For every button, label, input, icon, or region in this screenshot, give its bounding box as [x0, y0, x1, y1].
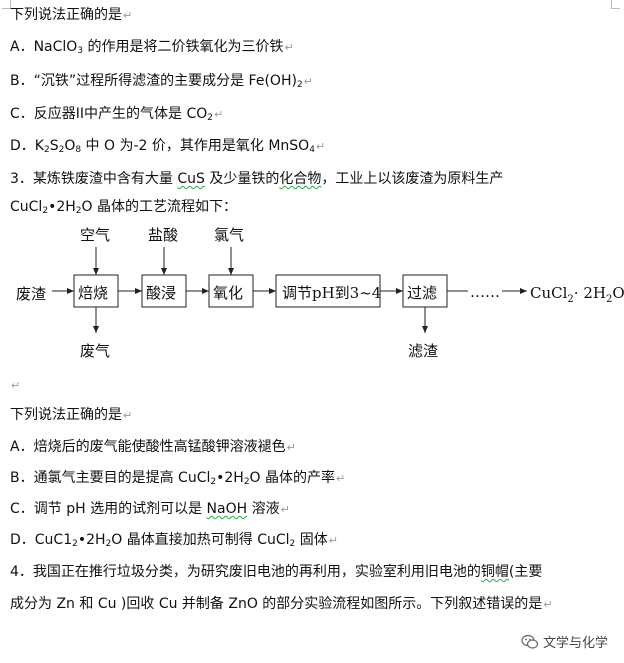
paragraph-mark: ↵ [11, 379, 21, 392]
flow-step-box [275, 274, 381, 308]
flow-step-label: 过滤 [407, 284, 437, 302]
flow-step-label: 调节pH到3~4 [282, 284, 381, 302]
question-4-stem: 4．我国正在推行垃圾分类，为研究废旧电池的再利用，实验室利用旧电池的铜帽(主要 [10, 564, 543, 580]
flow-start-label: 废渣 [16, 285, 46, 303]
page-corner-mark [2, 0, 11, 9]
process-flow-diagram: 废渣 焙烧 酸浸 氧化 调节pH到3~4 过滤 …… CuCl2· 2H2O 空… [16, 226, 624, 360]
flow-step-label: 氧化 [213, 284, 243, 302]
question-3-stem: 3．某炼铁废渣中含有大量 CuS 及少量铁的化合物，工业上以该废渣为原料生产 [10, 171, 504, 187]
flow-input-label: 空气 [80, 226, 110, 244]
flow-ellipsis: …… [470, 283, 500, 301]
wechat-icon [521, 634, 539, 649]
option-d: D．K2S2O8 中 O 为-2 价，其作用是氧化 MnSO4↵ [10, 138, 326, 155]
flow-input-label: 氯气 [214, 226, 244, 244]
flow-output-label: 滤渣 [408, 342, 438, 360]
option-a: A．NaClO3 的作用是将二价铁氧化为三价铁↵ [10, 39, 294, 56]
flow-input-label: 盐酸 [148, 226, 178, 244]
watermark: 文学与化学 [521, 632, 608, 651]
watermark-text: 文学与化学 [542, 636, 608, 651]
flow-output-label: 废气 [80, 342, 110, 360]
flow-step-label: 酸浸 [146, 284, 176, 302]
flow-step-label: 焙烧 [78, 284, 108, 302]
q3-option-c: C．调节 pH 选用的试剂可以是 NaOH 溶液↵ [10, 501, 290, 517]
option-b: B．“沉铁”过程所得滤渣的主要成分是 Fe(OH)2↵ [10, 73, 313, 90]
question-3-prompt: 下列说法正确的是↵ [10, 407, 133, 423]
question-3-stem-line2: CuCl2•2H2O 晶体的工艺流程如下： [10, 199, 237, 216]
question-prompt: 下列说法正确的是↵ [10, 7, 133, 23]
option-c: C．反应器II中产生的气体是 CO2↵ [10, 106, 224, 123]
q3-option-d: D．CuC12•2H2O 晶体直接加热可制得 CuCl2 固体↵ [10, 532, 338, 549]
flow-product-label: CuCl2· 2H2O [530, 284, 624, 305]
q3-option-b: B．通氯气主要目的是提高 CuCl2•2H2O 晶体的产率↵ [10, 470, 346, 487]
q3-option-a: A．焙烧后的废气能使酸性高锰酸钾溶液褪色↵ [10, 439, 296, 455]
flow-step-box [141, 274, 187, 308]
page-corner-mark [611, 0, 620, 9]
question-4-stem-line2: 成分为 Zn 和 Cu )回收 Cu 并制备 ZnO 的部分实验流程如图所示。下… [10, 596, 553, 612]
